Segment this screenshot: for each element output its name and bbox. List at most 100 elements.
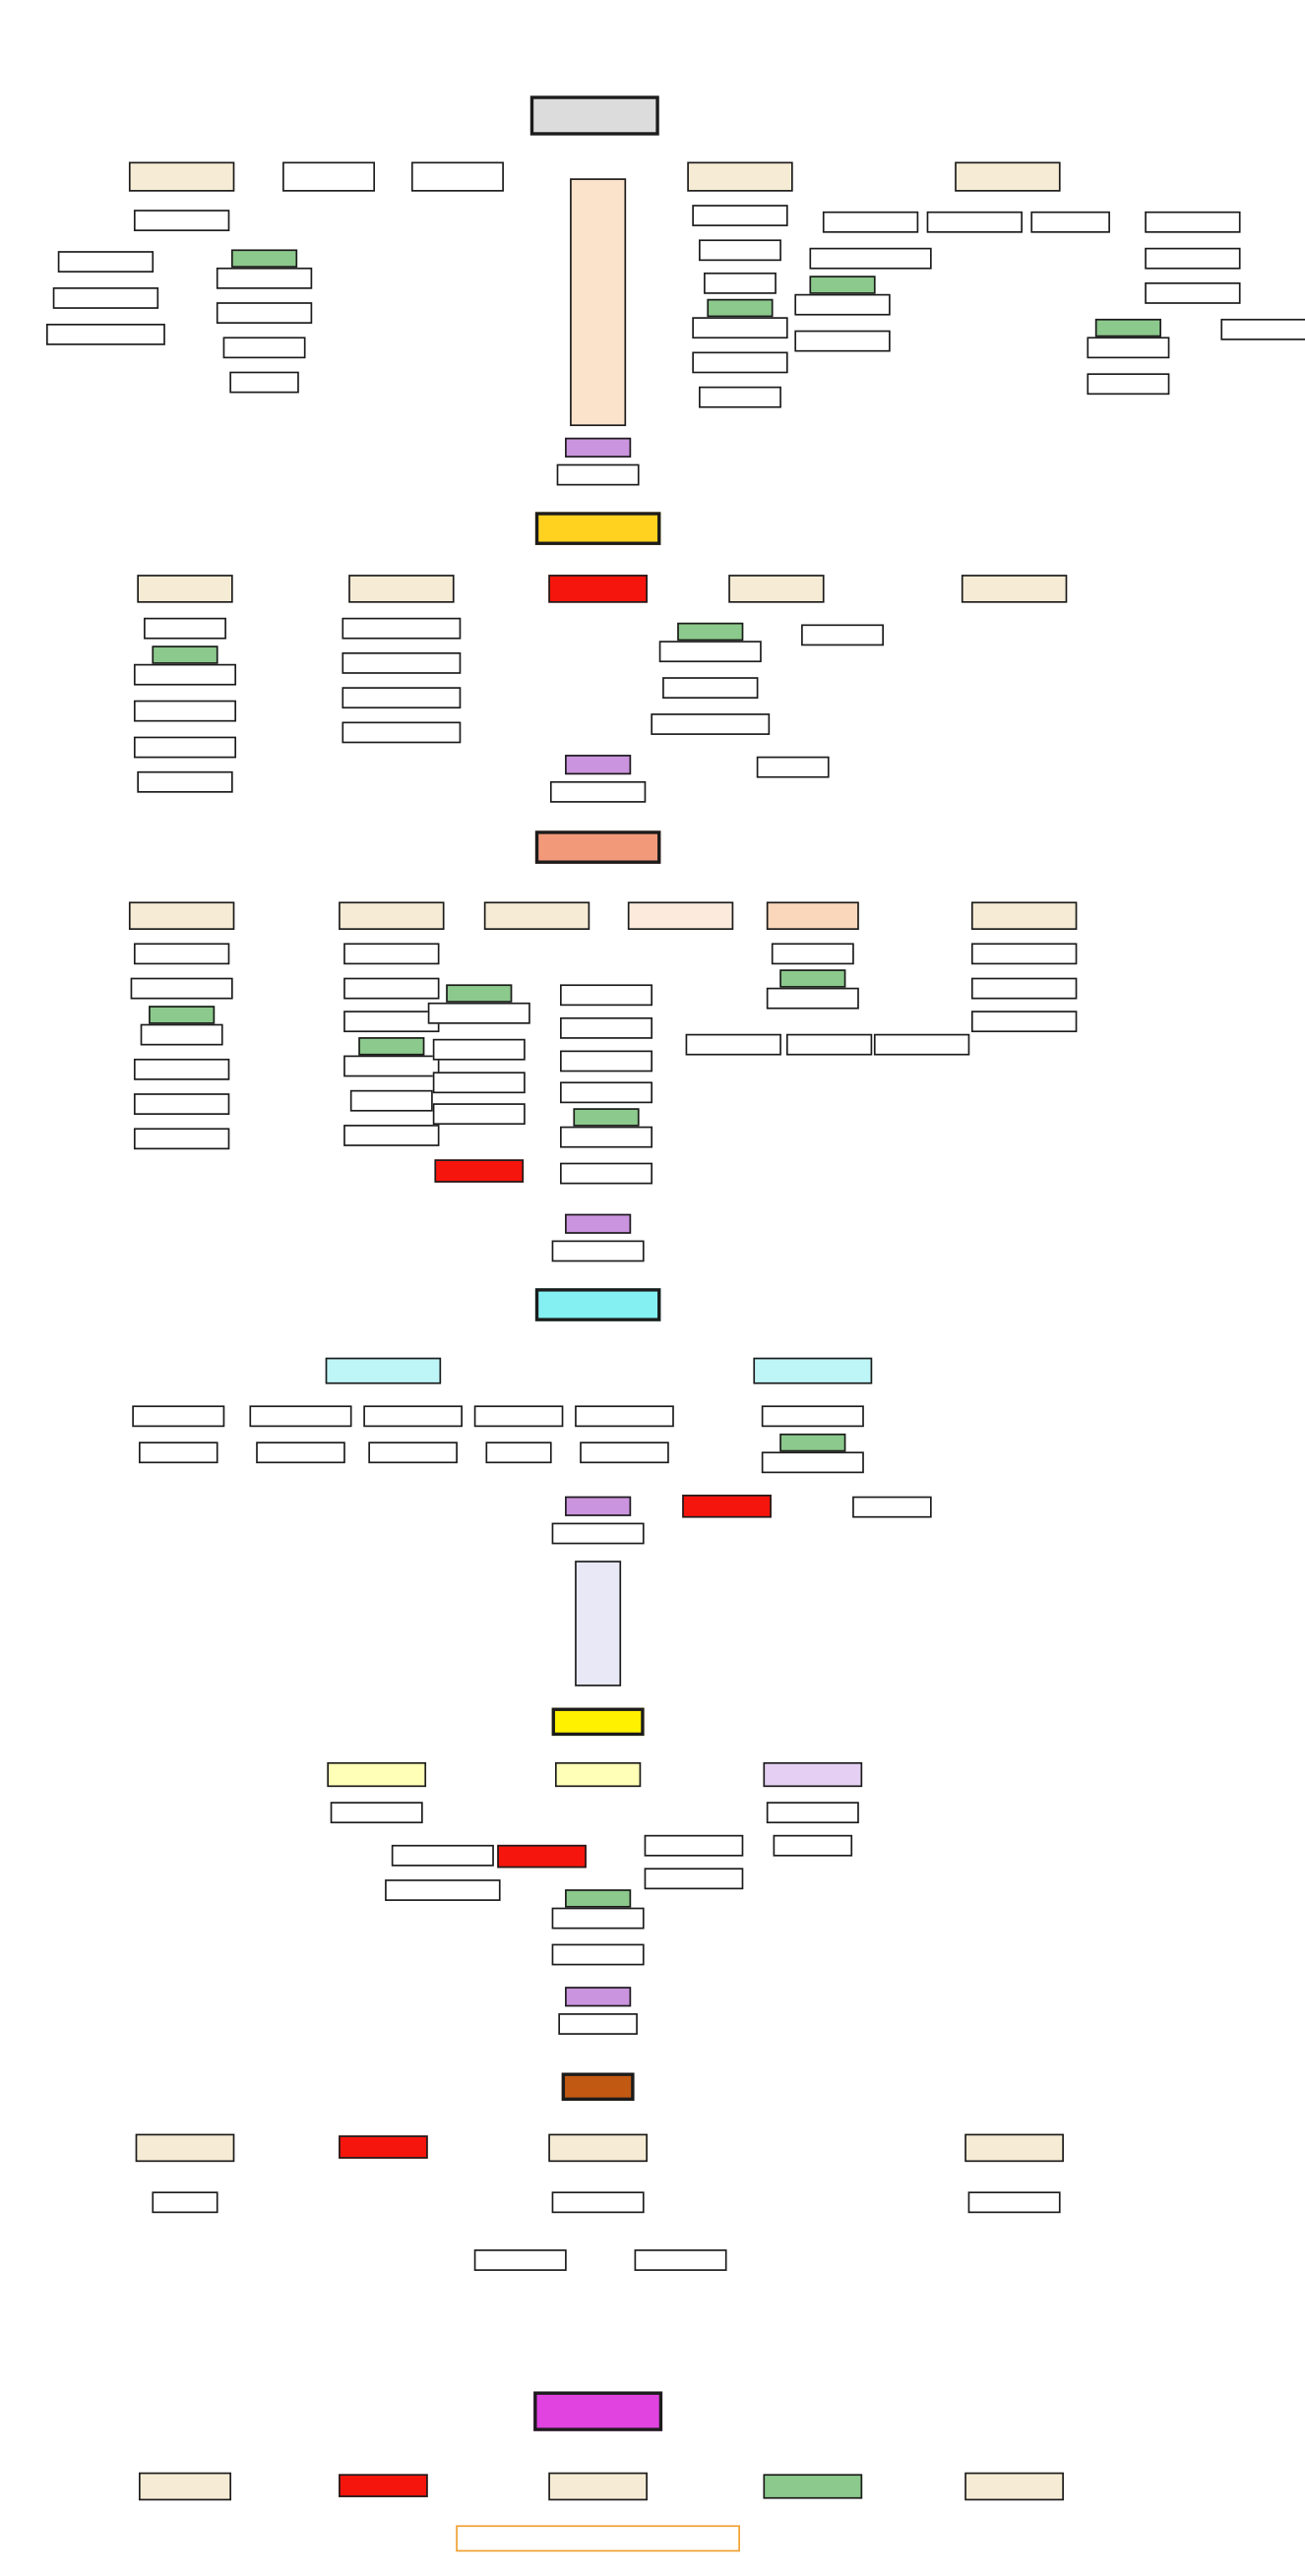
map-node-jingling — [410, 161, 504, 192]
map-node-sm2 — [970, 977, 1078, 1000]
map-node-zgmshi — [432, 1103, 526, 1126]
map-node-xz — [485, 1441, 552, 1464]
map-node-dxsc — [133, 736, 237, 759]
map-node-qyzc — [533, 2391, 663, 2431]
map-node-tkzc — [560, 1126, 653, 1148]
map-node-anyigu — [551, 1707, 645, 1737]
map-node-bly — [575, 1405, 674, 1428]
map-node-dxsy — [133, 700, 237, 722]
map-node-pens — [644, 1834, 744, 1857]
map-node-qy2 — [434, 1159, 525, 1183]
map-node-qy3 — [682, 1495, 772, 1518]
map-node-qlg — [144, 617, 226, 640]
map-node-xkfx — [575, 1561, 622, 1687]
map-node-sydd — [794, 330, 891, 352]
map-node-bbsm — [692, 351, 788, 374]
map-node-hyyj — [473, 2249, 567, 2271]
forum-logo — [1153, 2487, 1305, 2489]
map-node-gk1 — [565, 437, 632, 458]
map-node-womajj — [52, 287, 159, 309]
map-node-ycqb — [634, 2249, 727, 2271]
map-node-dxms — [137, 770, 233, 793]
map-node-t4 — [342, 721, 462, 744]
map-node-shbz — [651, 713, 771, 735]
map-node-atzz — [548, 2133, 648, 2163]
map-node-blk — [644, 1868, 744, 1890]
map-node-gmd — [1030, 211, 1110, 233]
map-node-mingyun — [534, 1288, 661, 1321]
map-node-mld — [1087, 373, 1170, 396]
map-node-jdg — [138, 1441, 218, 1464]
map-node-sm1 — [970, 943, 1078, 965]
map-node-mll — [1087, 337, 1170, 359]
map-node-gk2 — [565, 755, 632, 775]
map-node-ytlds — [658, 641, 762, 663]
map-node-fksy — [560, 1162, 653, 1185]
map-node-zg2 — [330, 1802, 423, 1824]
map-node-womasm — [57, 251, 155, 273]
map-node-msg — [852, 1496, 932, 1518]
map-node-qy6 — [339, 2474, 428, 2497]
map-node-qjzd — [551, 1907, 645, 1930]
map-node-swxw — [551, 2191, 645, 2214]
map-node-cymx — [1220, 318, 1305, 340]
map-node-bygd — [343, 977, 440, 1000]
map-node-gdsj — [133, 1058, 230, 1080]
map-node-xwhl — [961, 575, 1068, 603]
map-node-mj11 — [779, 969, 846, 988]
map-node-beiling — [554, 1761, 642, 1788]
map-node-huwei — [282, 161, 376, 192]
map-node-bf — [339, 901, 445, 930]
map-node-shenzhou — [955, 161, 1061, 192]
map-node-hfcx — [967, 2191, 1061, 2214]
map-node-qy1 — [548, 575, 648, 603]
map-node-zqd — [801, 624, 884, 646]
map-node-hytd — [560, 1081, 653, 1104]
map-node-ahcx — [551, 1240, 645, 1262]
map-node-mj12 — [565, 1889, 632, 1908]
map-node-smqc — [216, 302, 313, 324]
map-node-yijin — [561, 2072, 635, 2102]
map-node-beb — [363, 1405, 463, 1428]
map-node-zyql — [560, 1016, 653, 1039]
map-node-hygc — [432, 1038, 526, 1061]
map-node-mj10 — [573, 1108, 640, 1127]
map-node-mafa — [529, 95, 659, 136]
map-node-jz — [473, 1405, 564, 1428]
map-node-mj3 — [809, 276, 876, 294]
map-node-mj7 — [149, 1006, 216, 1024]
map-node-aety — [548, 2472, 648, 2501]
map-node-mc — [152, 2191, 218, 2214]
map-node-mj2 — [707, 298, 774, 318]
map-node-wmxg — [964, 2133, 1064, 2163]
map-node-sd — [483, 901, 590, 930]
map-node-bmzw — [766, 1802, 859, 1824]
map-node-zswl — [256, 1441, 345, 1464]
map-node-syrk — [794, 293, 891, 316]
map-node-msd — [137, 575, 233, 603]
map-node-tyhg — [662, 677, 759, 700]
map-node-emjt — [1145, 282, 1241, 304]
map-node-swsm — [692, 317, 788, 339]
map-node-smsd — [926, 211, 1023, 233]
map-node-hm — [970, 901, 1078, 930]
map-node-mmbl — [549, 780, 647, 803]
map-node-bljyj — [391, 1844, 494, 1867]
map-node-bszc — [343, 1055, 440, 1077]
map-node-mj9 — [446, 984, 513, 1003]
footer-note — [456, 2525, 740, 2552]
map-node-lhms — [785, 1033, 873, 1056]
map-node-hyd — [699, 239, 781, 262]
map-node-t2 — [342, 652, 462, 674]
map-node-womajz — [45, 323, 165, 345]
map-node-mj1 — [230, 249, 298, 268]
map-node-cyxg — [1145, 211, 1241, 233]
map-node-dxrk — [133, 663, 237, 686]
map-node-bs — [627, 901, 734, 930]
map-node-hdxk — [551, 1522, 645, 1545]
map-node-thy — [222, 337, 306, 359]
map-node-xsmx — [216, 267, 313, 289]
map-node-bwd — [728, 575, 825, 603]
map-node-qy5 — [339, 2135, 428, 2159]
